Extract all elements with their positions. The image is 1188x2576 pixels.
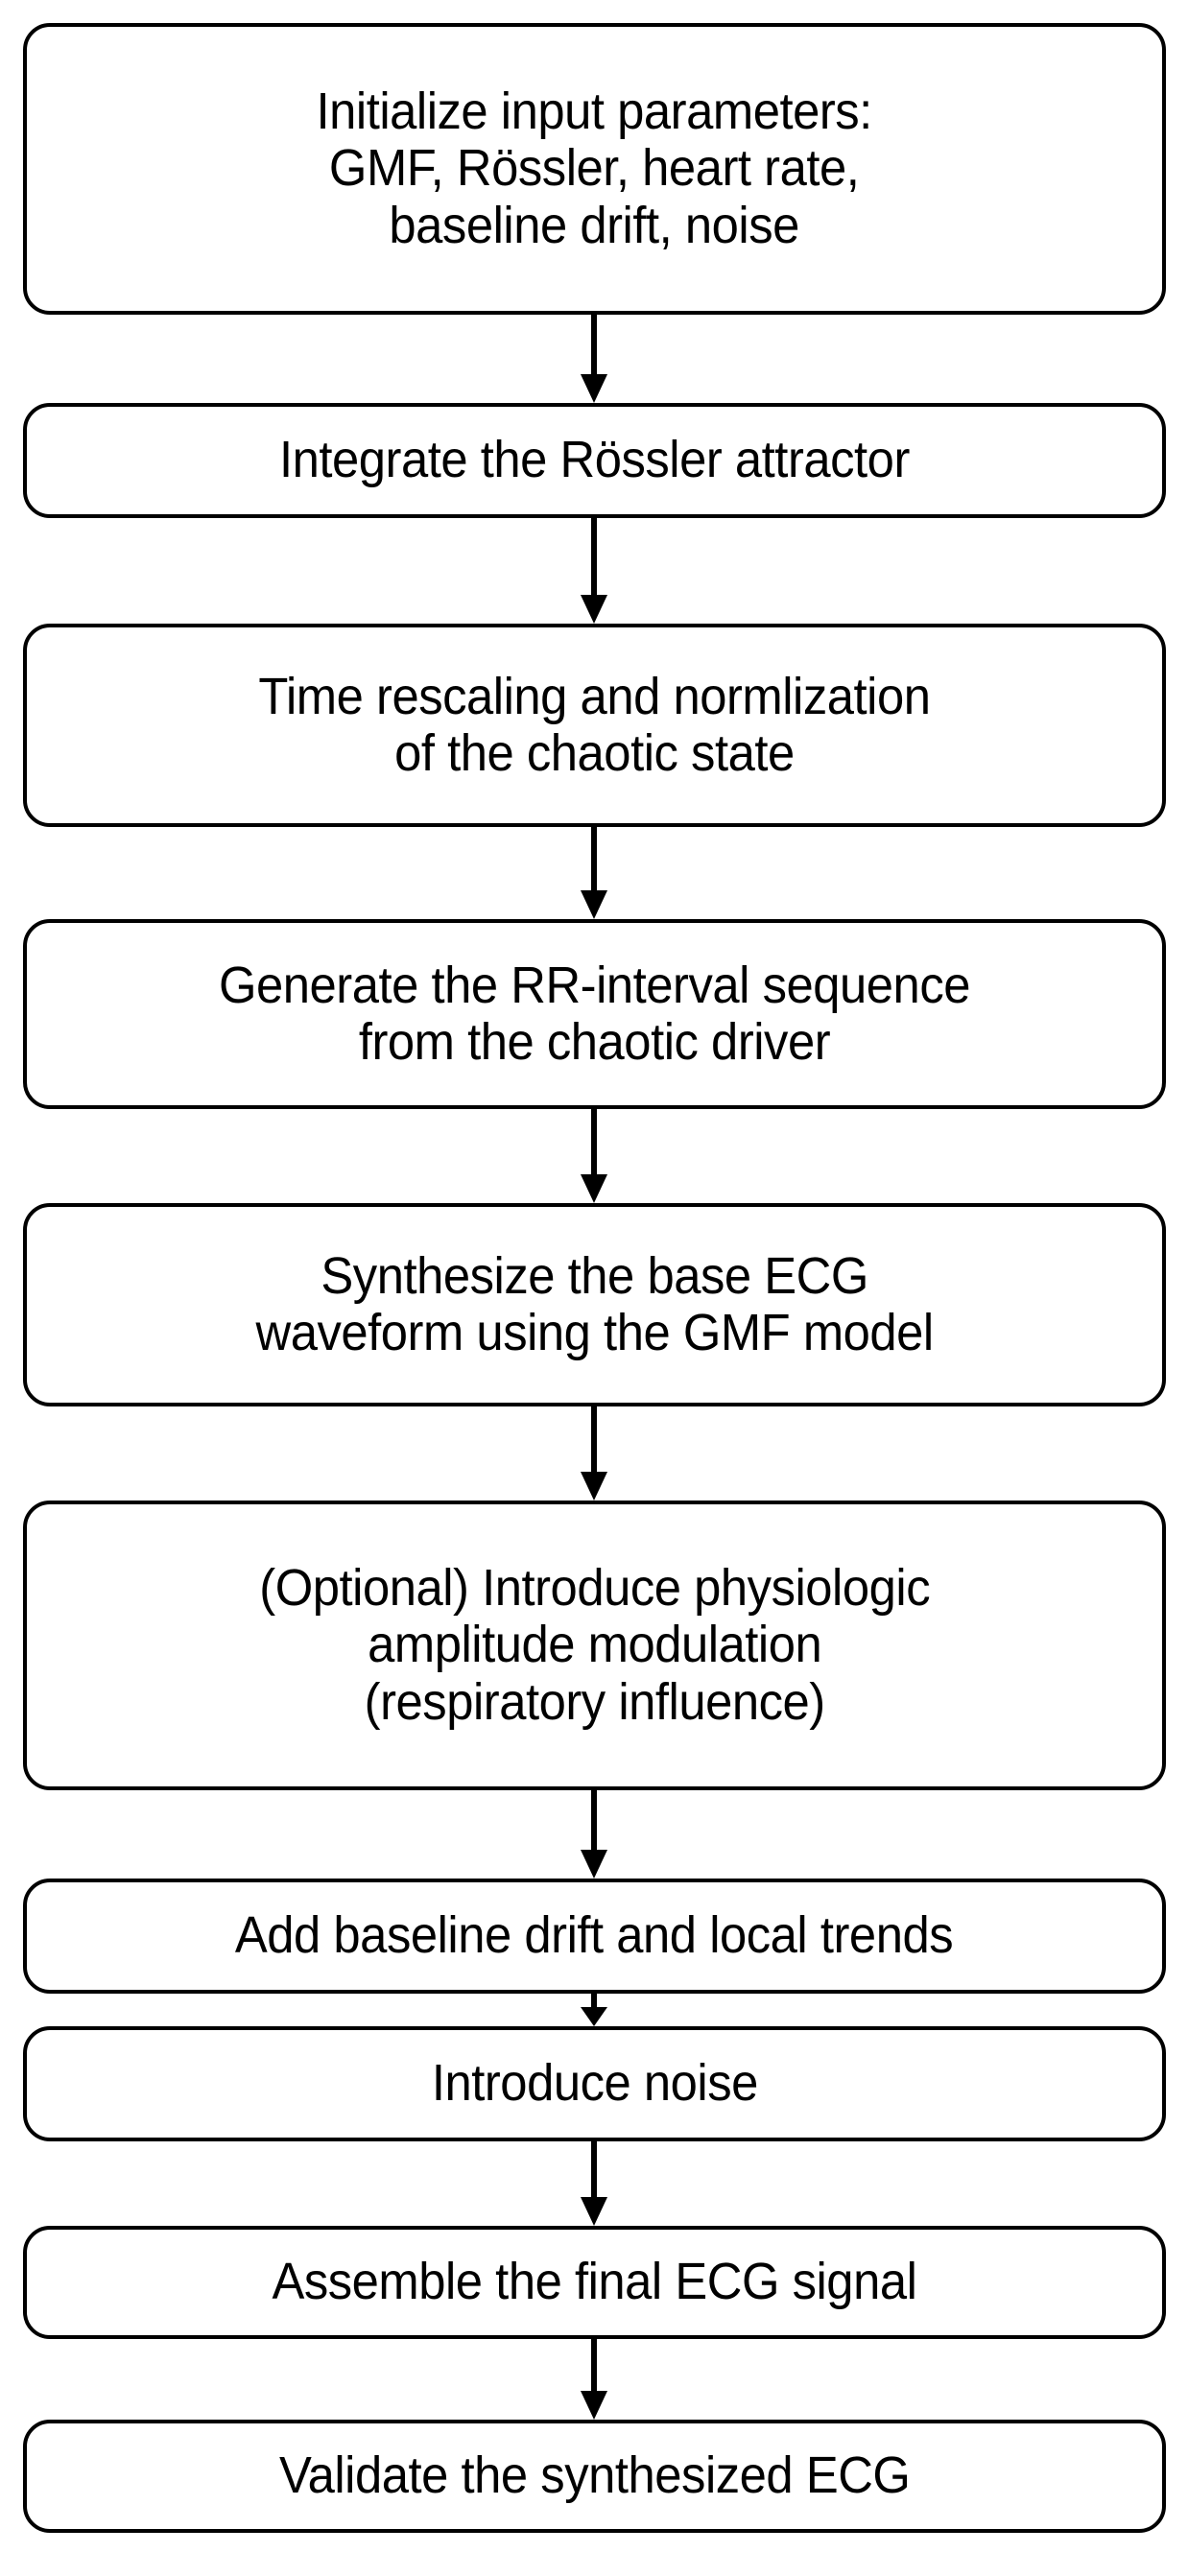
arrow-stem xyxy=(591,2339,597,2391)
node-label: Integrate the Rössler attractor xyxy=(279,431,910,489)
arrow-stem xyxy=(591,2141,597,2197)
flowchart-node-validate-synthesized-ecg[interactable]: Validate the synthesized ECG xyxy=(23,2420,1166,2533)
node-label: Time rescaling and normlization of the c… xyxy=(258,667,931,782)
flow-arrow-6-to-7 xyxy=(581,1790,607,1879)
node-label: Assemble the final ECG signal xyxy=(272,2253,917,2311)
arrow-stem xyxy=(591,315,597,374)
arrow-stem xyxy=(591,827,597,890)
flowchart-node-assemble-final-ecg-signal[interactable]: Assemble the final ECG signal xyxy=(23,2226,1166,2339)
node-label: (Optional) Introduce physiologic amplitu… xyxy=(259,1558,930,1731)
arrowhead-down-icon xyxy=(581,1850,607,1879)
flowchart-node-introduce-amplitude-modulation[interactable]: (Optional) Introduce physiologic amplitu… xyxy=(23,1501,1166,1790)
node-label: Synthesize the base ECG waveform using t… xyxy=(255,1246,934,1361)
arrow-stem xyxy=(591,1406,597,1472)
flow-arrow-4-to-5 xyxy=(581,1109,607,1203)
node-label: Generate the RR-interval sequence from t… xyxy=(218,956,970,1071)
arrow-stem xyxy=(591,518,597,595)
arrowhead-down-icon xyxy=(581,595,607,624)
node-label: Add baseline drift and local trends xyxy=(235,1906,954,1965)
flow-arrow-3-to-4 xyxy=(581,827,607,919)
arrowhead-down-icon xyxy=(581,1472,607,1501)
arrowhead-down-icon xyxy=(581,2197,607,2226)
arrow-stem xyxy=(591,1994,597,2007)
node-label: Introduce noise xyxy=(431,2054,758,2113)
arrow-stem xyxy=(591,1790,597,1850)
flow-arrow-8-to-9 xyxy=(581,2141,607,2226)
arrowhead-down-icon xyxy=(581,1174,607,1203)
flowchart-node-add-baseline-drift-local-trends[interactable]: Add baseline drift and local trends xyxy=(23,1879,1166,1994)
arrowhead-down-icon xyxy=(581,2007,607,2026)
arrowhead-down-icon xyxy=(581,890,607,919)
flow-arrow-7-to-8 xyxy=(581,1994,607,2026)
flowchart-node-time-rescaling-normalization[interactable]: Time rescaling and normlization of the c… xyxy=(23,624,1166,827)
flow-arrow-9-to-10 xyxy=(581,2339,607,2420)
arrowhead-down-icon xyxy=(581,374,607,403)
flowchart-node-introduce-noise[interactable]: Introduce noise xyxy=(23,2026,1166,2141)
flowchart-node-generate-rr-interval-sequence[interactable]: Generate the RR-interval sequence from t… xyxy=(23,919,1166,1109)
flowchart-node-integrate-rossler-attractor[interactable]: Integrate the Rössler attractor xyxy=(23,403,1166,518)
flow-arrow-2-to-3 xyxy=(581,518,607,624)
node-label: Initialize input parameters: GMF, Rössle… xyxy=(316,82,873,254)
flowchart-node-initialize-input-parameters[interactable]: Initialize input parameters: GMF, Rössle… xyxy=(23,23,1166,315)
flow-arrow-5-to-6 xyxy=(581,1406,607,1501)
arrowhead-down-icon xyxy=(581,2391,607,2420)
flow-arrow-1-to-2 xyxy=(581,315,607,403)
node-label: Validate the synthesized ECG xyxy=(278,2446,911,2505)
flowchart-node-synthesize-base-ecg-waveform[interactable]: Synthesize the base ECG waveform using t… xyxy=(23,1203,1166,1406)
arrow-stem xyxy=(591,1109,597,1174)
